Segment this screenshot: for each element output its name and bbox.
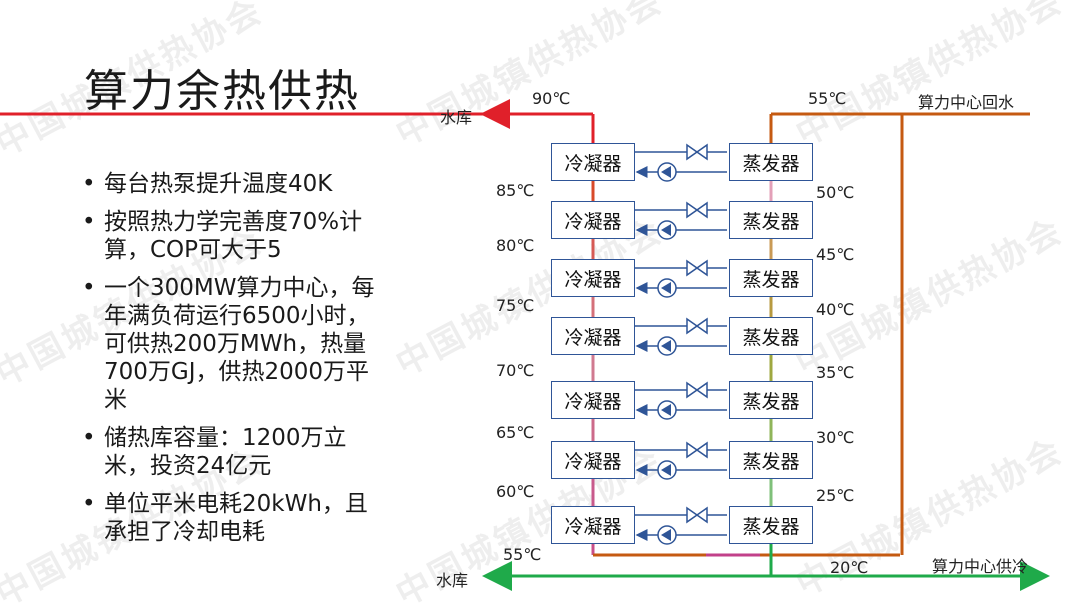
- temp-label: 90℃: [532, 89, 571, 108]
- evaporator-temp-label: 40℃: [816, 300, 855, 319]
- expansion-valve-icon: [686, 201, 708, 219]
- expansion-valve-icon: [686, 143, 708, 161]
- bullet-dot: •: [82, 491, 96, 517]
- condenser-box: 冷凝器: [551, 506, 635, 544]
- temp-label: 20℃: [830, 558, 869, 577]
- temp-label: 55℃: [808, 89, 847, 108]
- condenser-box: 冷凝器: [551, 441, 635, 479]
- condenser-box: 冷凝器: [551, 201, 635, 239]
- bullet-text: 单位平米电耗20kWh，且承担了冷却电耗: [104, 491, 368, 545]
- expansion-valve-icon: [686, 441, 708, 459]
- evaporator-box: 蒸发器: [729, 506, 813, 544]
- condenser-temp-label: 70℃: [496, 361, 535, 380]
- bullet-dot: •: [82, 275, 96, 301]
- bullet-text: 储热库容量：1200万立米，投资24亿元: [104, 425, 347, 479]
- compressor-arrow-icon: [661, 340, 671, 352]
- cooling-supply-label: 算力中心供冷: [932, 557, 1029, 576]
- evaporator-temp-label: 35℃: [816, 363, 855, 382]
- compressor-arrow-icon: [661, 224, 671, 236]
- evaporator-temp-label: 25℃: [816, 486, 855, 505]
- reservoir-label: 水库: [436, 571, 469, 590]
- compressor-arrow-icon: [661, 404, 671, 416]
- bullet-item: • 每台热泵提升温度40K: [82, 170, 382, 198]
- evaporator-box: 蒸发器: [729, 201, 813, 239]
- bullet-dot: •: [82, 209, 96, 235]
- condenser-temp-label: 60℃: [496, 482, 535, 501]
- bullet-item: • 储热库容量：1200万立米，投资24亿元: [82, 424, 382, 480]
- reservoir-label: 水库: [440, 108, 473, 127]
- page-title: 算力余热供热: [84, 66, 360, 117]
- evaporator-box: 蒸发器: [729, 441, 813, 479]
- condenser-box: 冷凝器: [551, 259, 635, 297]
- condenser-box: 冷凝器: [551, 381, 635, 419]
- bullet-dot: •: [82, 171, 96, 197]
- bullet-text: 每台热泵提升温度40K: [104, 171, 333, 197]
- temp-label: 55℃: [503, 545, 542, 564]
- expansion-valve-icon: [686, 506, 708, 524]
- evaporator-box: 蒸发器: [729, 381, 813, 419]
- compressor-arrow-icon: [661, 166, 671, 178]
- bullet-text: 按照热力学完善度70%计算，COP可大于5: [104, 209, 363, 263]
- condenser-box: 冷凝器: [551, 317, 635, 355]
- evaporator-box: 蒸发器: [729, 317, 813, 355]
- compressor-arrow-icon: [661, 529, 671, 541]
- bullet-item: • 按照热力学完善度70%计算，COP可大于5: [82, 208, 382, 264]
- compressor-arrow-icon: [661, 464, 671, 476]
- evaporator-box: 蒸发器: [729, 259, 813, 297]
- compressor-arrow-icon: [661, 282, 671, 294]
- condenser-temp-label: 75℃: [496, 296, 535, 315]
- condenser-temp-label: 85℃: [496, 181, 535, 200]
- evaporator-temp-label: 30℃: [816, 428, 855, 447]
- evaporator-temp-label: 45℃: [816, 245, 855, 264]
- bullet-list: • 每台热泵提升温度40K • 按照热力学完善度70%计算，COP可大于5 • 一个3…: [82, 170, 382, 556]
- condenser-box: 冷凝器: [551, 143, 635, 181]
- expansion-valve-icon: [686, 381, 708, 399]
- bullet-text: 一个300MW算力中心，每年满负荷运行6500小时，可供热200万MWh，热量7…: [104, 275, 375, 413]
- condenser-temp-label: 65℃: [496, 423, 535, 442]
- evaporator-temp-label: 50℃: [816, 183, 855, 202]
- refrigerant-loops: [635, 143, 727, 545]
- expansion-valve-icon: [686, 259, 708, 277]
- expansion-valve-icon: [686, 317, 708, 335]
- return-water-label: 算力中心回水: [918, 93, 1015, 112]
- bullet-item: • 单位平米电耗20kWh，且承担了冷却电耗: [82, 490, 382, 546]
- condenser-temp-label: 80℃: [496, 236, 535, 255]
- bullet-dot: •: [82, 425, 96, 451]
- evaporator-box: 蒸发器: [729, 143, 813, 181]
- bullet-item: • 一个300MW算力中心，每年满负荷运行6500小时，可供热200万MWh，热量…: [82, 274, 382, 414]
